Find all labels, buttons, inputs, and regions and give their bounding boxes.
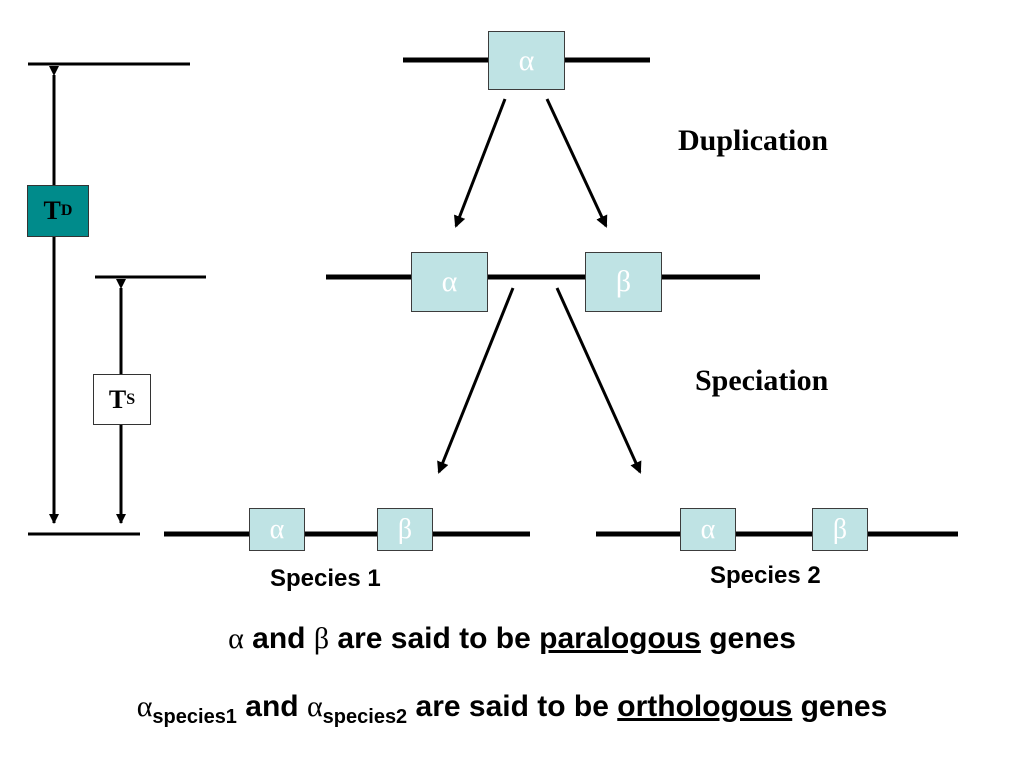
arrow-speciation-right [555, 287, 642, 474]
genes-text-2: genes [792, 690, 888, 723]
gene-beta-species2: β [812, 508, 868, 551]
ts-letter: T [108, 384, 127, 414]
beta-symbol: β [313, 622, 330, 655]
gene-beta-species1: β [377, 508, 433, 551]
orthologous-term: orthologous [617, 690, 793, 723]
paralogous-statement: α and β are said to be paralogous genes [0, 622, 1024, 656]
said-text-2: are said to be [407, 690, 618, 723]
gene-alpha-species1: α [249, 508, 305, 551]
and-text: and [243, 622, 314, 655]
alpha-species1-symbol: α [136, 690, 153, 723]
species1-subscript: species1 [152, 706, 237, 728]
said-text: are said to be [329, 622, 540, 655]
gene-alpha-duplicated: α [411, 252, 488, 312]
paralogous-term: paralogous [539, 622, 701, 655]
arrow-duplication-left [454, 98, 507, 228]
species2-subscript: species2 [322, 706, 408, 728]
ts-subscript: S [126, 390, 136, 408]
gene-alpha-ancestral: α [488, 31, 565, 90]
genes-text: genes [700, 622, 796, 655]
alpha-symbol: α [228, 622, 244, 655]
orthologous-statement: αspecies1 and αspecies2 are said to be o… [0, 690, 1024, 729]
gene-beta-duplicated: β [585, 252, 662, 312]
and-text-2: and [236, 690, 307, 723]
td-subscript: D [60, 202, 73, 219]
speciation-label: Speciation [695, 364, 829, 397]
arrow-speciation-left [437, 287, 515, 474]
species2-label: Species 2 [710, 562, 821, 589]
species1-label: Species 1 [270, 565, 381, 592]
alpha-species2-symbol: α [306, 690, 323, 723]
arrow-duplication-right [545, 98, 608, 228]
gene-alpha-species2: α [680, 508, 736, 551]
duplication-label: Duplication [678, 124, 829, 157]
td-letter: T [43, 196, 61, 225]
